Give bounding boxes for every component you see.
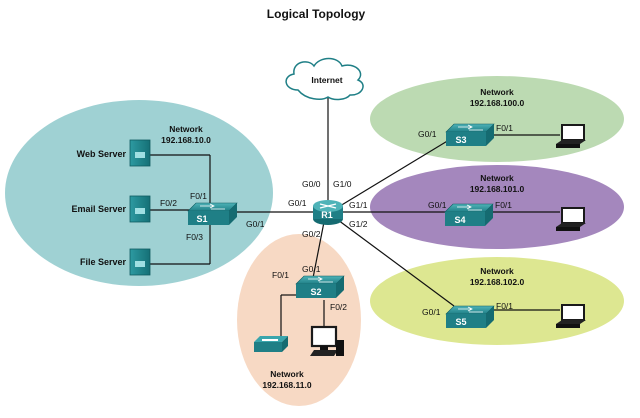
- r1-port-g12: G1/2: [349, 219, 368, 229]
- server-icon: [129, 195, 151, 223]
- internet-cloud[interactable]: Internet: [285, 57, 364, 101]
- pc-network-11[interactable]: [310, 325, 344, 356]
- network-10-label: Network: [169, 124, 203, 134]
- s5-port-g01: G0/1: [422, 307, 441, 317]
- s1-port-g01: G0/1: [246, 219, 265, 229]
- printer-icon: [254, 336, 288, 352]
- file-server[interactable]: File Server: [80, 248, 151, 276]
- s1-port-f02: F0/2: [160, 198, 177, 208]
- s2-port-f02: F0/2: [330, 302, 347, 312]
- network-100-zone: [370, 76, 624, 162]
- network-10-zone: [5, 100, 273, 286]
- s1-port-f03: F0/3: [186, 232, 203, 242]
- r1-port-g02: G0/2: [302, 229, 321, 239]
- s5-label: S5: [455, 317, 466, 327]
- switch-s1[interactable]: S1: [187, 202, 238, 225]
- network-101-address: 192.168.101.0: [470, 184, 525, 194]
- server-icon: [129, 248, 151, 276]
- web-server-label: Web Server: [77, 149, 127, 159]
- cloud-label: Internet: [311, 75, 342, 85]
- network-101-label: Network: [480, 173, 514, 183]
- s1-port-f01: F0/1: [190, 191, 207, 201]
- printer-network-11[interactable]: [254, 336, 288, 352]
- network-11-label: Network: [270, 369, 304, 379]
- laptop-network-102[interactable]: [556, 304, 586, 328]
- r1-port-g11: G1/1: [349, 200, 368, 210]
- s1-label: S1: [196, 214, 207, 224]
- network-102-label: Network: [480, 266, 514, 276]
- s2-label: S2: [310, 287, 321, 297]
- laptop-icon: [556, 124, 586, 148]
- s4-label: S4: [454, 215, 465, 225]
- web-server[interactable]: Web Server: [77, 139, 151, 167]
- router-label: R1: [321, 210, 333, 220]
- network-100-label: Network: [480, 87, 514, 97]
- r1-port-g00: G0/0: [302, 179, 321, 189]
- server-icon: [129, 139, 151, 167]
- switch-s2[interactable]: S2: [295, 275, 345, 298]
- s3-port-g01: G0/1: [418, 129, 437, 139]
- s4-port-f01: F0/1: [495, 200, 512, 210]
- s5-port-f01: F0/1: [496, 301, 513, 311]
- laptop-icon: [556, 207, 586, 231]
- network-10-address: 192.168.10.0: [161, 135, 211, 145]
- s2-port-f01: F0/1: [272, 270, 289, 280]
- router-r1[interactable]: R1: [313, 200, 343, 225]
- s3-port-f01: F0/1: [496, 123, 513, 133]
- laptop-network-100[interactable]: [556, 124, 586, 148]
- network-11-address: 192.168.11.0: [262, 380, 311, 390]
- s3-label: S3: [455, 135, 466, 145]
- file-server-label: File Server: [80, 257, 127, 267]
- switch-s5[interactable]: S5: [445, 305, 495, 328]
- switch-s3[interactable]: S3: [445, 123, 495, 146]
- email-server-label: Email Server: [71, 204, 126, 214]
- laptop-icon: [556, 304, 586, 328]
- s4-port-g01: G0/1: [428, 200, 447, 210]
- network-100-address: 192.168.100.0: [470, 98, 525, 108]
- laptop-network-101[interactable]: [556, 207, 586, 231]
- diagram-title: Logical Topology: [267, 7, 366, 21]
- s2-port-g01: G0/1: [302, 264, 321, 274]
- email-server[interactable]: Email Server: [71, 195, 151, 223]
- links: [150, 96, 560, 338]
- r1-port-g10: G1/0: [333, 179, 352, 189]
- cloud-icon: [285, 57, 364, 101]
- pc-icon: [310, 325, 344, 356]
- switch-s4[interactable]: S4: [444, 203, 494, 226]
- r1-port-g01: G0/1: [288, 198, 307, 208]
- network-102-address: 192.168.102.0: [470, 277, 525, 287]
